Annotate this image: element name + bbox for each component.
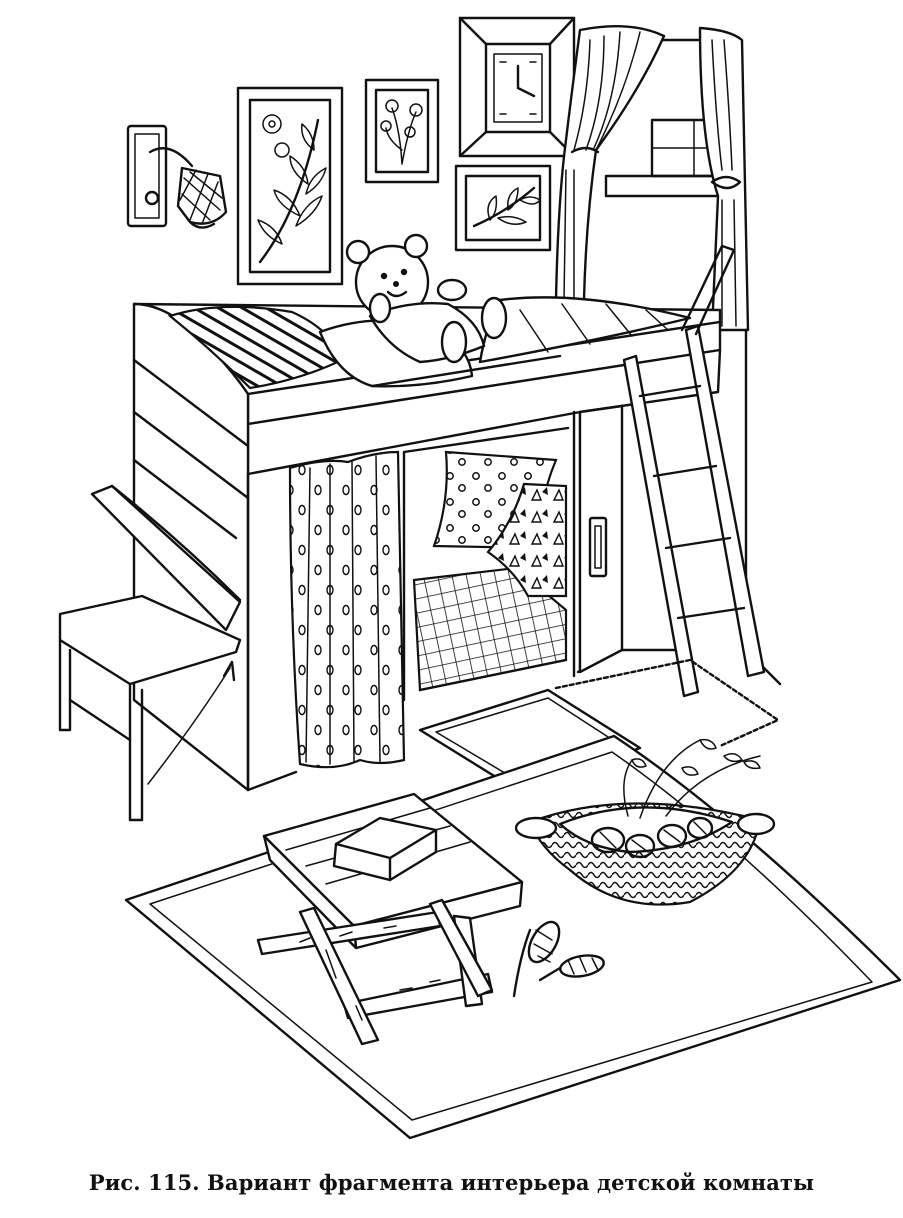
lower-bed-pillows [434,452,566,596]
wicker-basket [516,740,774,905]
storage-chest [60,486,240,820]
picture-frame-leaves [456,166,550,250]
room-illustration [0,0,903,1160]
picture-frame-flowers [366,80,438,182]
picture-frame-branch [238,88,342,284]
figure-caption: Рис. 115. Вариант фрагмента интерьера де… [88,1170,815,1195]
lower-bed-mattress [414,568,566,690]
pine-cones [514,917,605,996]
teddy-bear [347,235,506,362]
bed-curtain [290,452,404,767]
book [334,818,436,880]
wall-clock [460,18,574,156]
birch-stool [258,794,522,1044]
window-curtains [556,26,748,330]
bed-ladder [624,246,764,696]
large-rug [126,736,900,1138]
wall-lamp [128,126,226,228]
